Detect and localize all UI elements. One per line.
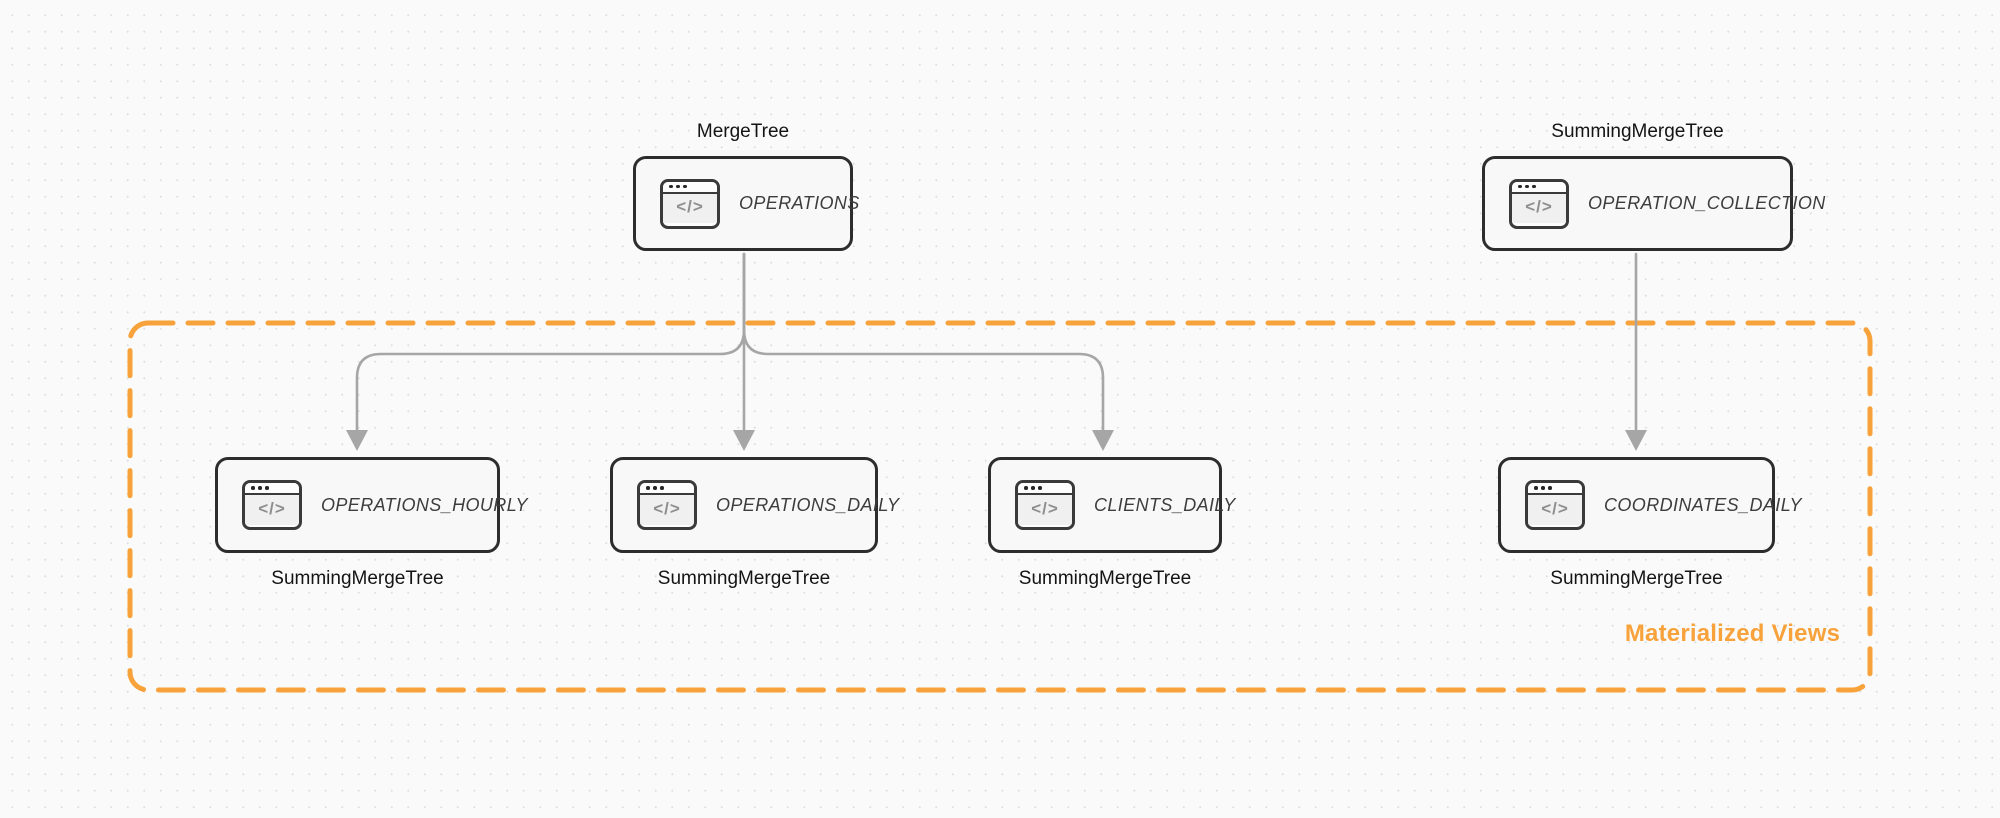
arrowhead-icon — [346, 430, 368, 451]
node-box[interactable]: </> COORDINATES_DAILY — [1498, 457, 1801, 553]
edge-operations-to-clients-daily — [742, 252, 1105, 435]
table-node-clients-daily[interactable]: </> CLIENTS_DAILY SummingMergeTree — [988, 457, 1235, 589]
table-node-operations-daily[interactable]: </> OPERATIONS_DAILY SummingMergeTree — [610, 457, 899, 589]
table-name: OPERATION_COLLECTION — [1588, 193, 1826, 213]
node-box[interactable]: </> OPERATIONS_HOURLY — [215, 457, 527, 553]
code-window-icon: </> — [660, 178, 720, 229]
code-window-icon: </> — [1509, 178, 1569, 229]
arrowhead-icon — [733, 430, 755, 451]
table-name: COORDINATES_DAILY — [1604, 494, 1802, 515]
table-name: OPERATIONS_DAILY — [716, 494, 900, 515]
engine-label: SummingMergeTree — [1551, 121, 1724, 142]
table-node-operation-collection[interactable]: SummingMergeTree </> OPERATION_COLLECTIO… — [1482, 121, 1825, 251]
engine-label: SummingMergeTree — [1018, 568, 1192, 589]
engine-label: SummingMergeTree — [657, 568, 831, 589]
engine-label: SummingMergeTree — [1550, 568, 1723, 589]
node-box[interactable]: </> OPERATION_COLLECTION — [1482, 156, 1825, 251]
node-box[interactable]: </> OPERATIONS_DAILY — [610, 457, 899, 553]
table-name: OPERATIONS_HOURLY — [321, 494, 528, 515]
engine-label: MergeTree — [696, 121, 790, 142]
code-window-icon: </> — [1525, 480, 1585, 530]
table-node-operations[interactable]: MergeTree </> OPERATIONS — [633, 121, 859, 251]
node-box[interactable]: </> OPERATIONS — [633, 156, 859, 251]
engine-label: SummingMergeTree — [271, 568, 444, 589]
code-window-icon: </> — [1015, 480, 1075, 530]
table-name: CLIENTS_DAILY — [1094, 494, 1236, 515]
table-node-coordinates-daily[interactable]: </> COORDINATES_DAILY SummingMergeTree — [1498, 457, 1801, 589]
node-box[interactable]: </> CLIENTS_DAILY — [988, 457, 1235, 553]
code-window-icon: </> — [242, 480, 302, 530]
materialized-views-group-label: Materialized Views — [1624, 620, 1841, 647]
code-window-icon: </> — [637, 480, 697, 530]
edge-operations-to-operations-hourly — [355, 252, 746, 435]
table-name: OPERATIONS — [739, 193, 860, 213]
table-node-operations-hourly[interactable]: </> OPERATIONS_HOURLY SummingMergeTree — [215, 457, 527, 589]
arrowhead-icon — [1625, 430, 1647, 451]
arrowhead-icon — [1092, 430, 1114, 451]
